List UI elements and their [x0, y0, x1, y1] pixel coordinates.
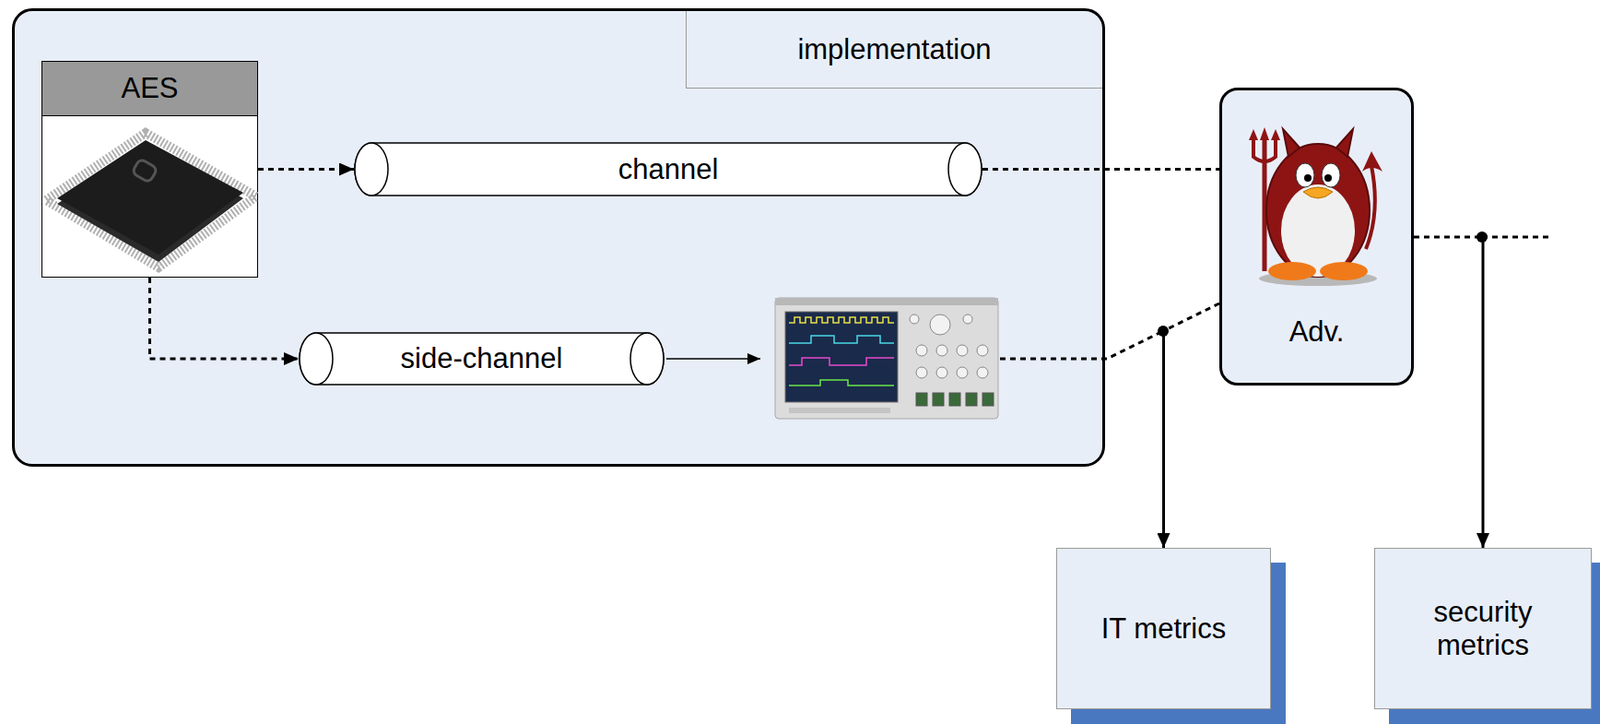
scope-knob: [976, 344, 989, 356]
scope-body: [775, 297, 999, 419]
penguin-foot: [1268, 261, 1317, 281]
scope-connector: [932, 392, 944, 406]
scope-knob: [956, 344, 968, 356]
scope-trace: [788, 357, 895, 365]
scope-screen: [785, 311, 898, 402]
connector: [1413, 236, 1483, 548]
connector-line: [1162, 330, 1165, 548]
connector-line: [1413, 235, 1483, 239]
connector: [150, 277, 300, 359]
scope-trace: [788, 379, 895, 386]
devil-tail: [1362, 151, 1383, 172]
measurement-wire: [1000, 330, 1164, 359]
chip-body: [57, 140, 244, 255]
penguin-pupil: [1324, 174, 1332, 182]
scope-trace: [788, 335, 895, 343]
devil-penguin-illustration: [1248, 127, 1383, 286]
scope-connector: [949, 392, 961, 406]
scope-connector: [916, 392, 928, 406]
penguin-eye: [1295, 163, 1315, 188]
connector-line: [1164, 303, 1221, 331]
node-label: side-channel: [400, 341, 564, 376]
channel-cylinder: side-channel: [298, 331, 665, 386]
connector-line: [1482, 236, 1485, 548]
trident: [1253, 138, 1276, 162]
node-label: Adv.: [1289, 315, 1345, 349]
trident: [1248, 127, 1281, 141]
scope-knob: [936, 366, 948, 378]
scope-knob: [956, 366, 968, 378]
probe-arrow: [666, 357, 761, 360]
scope-knob: [909, 314, 919, 324]
scope-knob: [916, 344, 928, 356]
scope-buttons: [788, 407, 891, 413]
node-label: AES: [120, 71, 178, 106]
cylinder-end: [354, 142, 389, 196]
penguin-foot: [1319, 261, 1368, 281]
penguin-pupil: [1304, 174, 1312, 182]
cylinder-body: [354, 142, 982, 196]
adversary-label-row: Adv.: [1222, 315, 1412, 349]
scope-connector: [965, 392, 977, 406]
node-label: channel: [618, 152, 719, 187]
scope-connector: [982, 392, 994, 406]
cylinder-end: [299, 332, 333, 385]
metrics-box: IT metrics: [1056, 547, 1271, 709]
connector-line: [258, 167, 354, 171]
channel-cylinder: channel: [353, 141, 983, 197]
node-label: security metrics: [1384, 595, 1582, 661]
panel-title: implementation: [797, 33, 991, 67]
scope-knob: [929, 314, 951, 335]
cylinder-body: [299, 332, 664, 385]
scope-knob: [916, 366, 928, 378]
oscilloscope-illustration: [775, 297, 999, 419]
connector: [1164, 303, 1221, 548]
scope-trace: [788, 317, 895, 323]
chip-header: AES: [42, 61, 258, 117]
chip-logo: [131, 158, 158, 184]
output-wire: [1482, 235, 1549, 239]
penguin-beak: [1303, 187, 1333, 199]
connector-line: [150, 277, 300, 359]
connector: [982, 168, 1220, 170]
metrics-box: security metrics: [1374, 547, 1592, 709]
chip-pins: [46, 132, 257, 268]
chip-illustration: [46, 132, 257, 268]
scope-top: [775, 297, 999, 306]
penguin-eye: [1321, 163, 1341, 188]
penguin-body: [1266, 143, 1370, 277]
connector: [258, 168, 354, 170]
cylinder-end: [948, 142, 982, 196]
node-label: IT metrics: [1101, 611, 1227, 646]
penguin-horns: [1282, 129, 1353, 157]
panel-tab: implementation: [685, 11, 1103, 89]
scope-knob: [936, 344, 948, 356]
cylinder-end: [630, 332, 664, 385]
scope-knob: [963, 314, 973, 324]
scope-knob: [976, 366, 989, 378]
connector-line: [982, 167, 1220, 171]
